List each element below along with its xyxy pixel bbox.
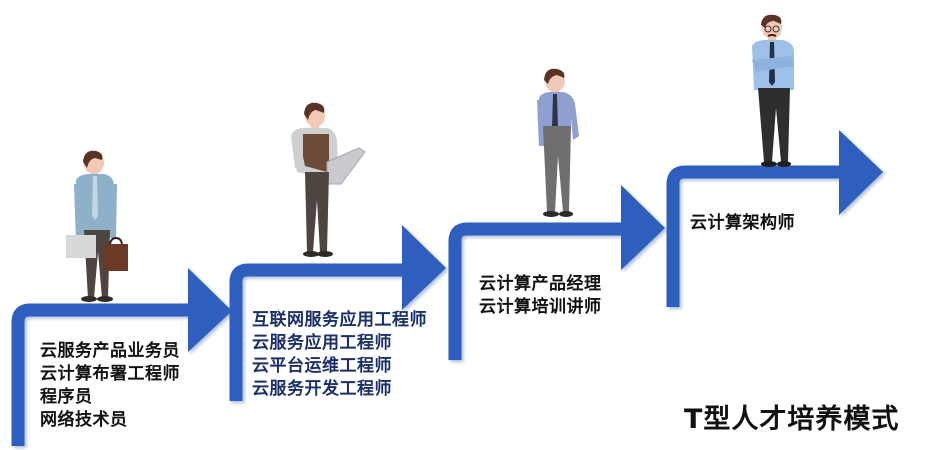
step-3-roles: 云计算产品经理 云计算培训讲师 — [479, 273, 602, 319]
person-with-briefcases-icon — [66, 150, 128, 302]
diagram-title: T型人才培养模式 — [684, 404, 900, 435]
role-label: 网络技术员 — [40, 410, 128, 430]
role-label: 云计算培训讲师 — [479, 297, 602, 317]
step-arrow-3 — [448, 185, 665, 360]
person-arms-crossed-icon — [752, 14, 794, 167]
person-in-tie-icon — [537, 68, 579, 217]
step-4-roles: 云计算架构师 — [690, 212, 795, 235]
role-label: 云计算产品经理 — [479, 274, 602, 294]
role-label: 云计算架构师 — [690, 213, 795, 233]
step-2-roles: 互联网服务应用工程师 云服务应用工程师 云平台运维工程师 云服务开发工程师 — [252, 309, 427, 401]
role-label: 云计算布署工程师 — [40, 364, 180, 384]
step-arrow-2 — [229, 225, 446, 401]
role-label: 云服务开发工程师 — [252, 379, 392, 399]
role-label: 云服务应用工程师 — [252, 333, 392, 353]
role-label: 云服务产品业务员 — [40, 341, 180, 361]
role-label: 程序员 — [40, 387, 93, 407]
person-with-laptop-icon — [291, 102, 366, 257]
role-label: 互联网服务应用工程师 — [252, 310, 427, 330]
role-label: 云平台运维工程师 — [252, 356, 392, 376]
step-arrow-4 — [666, 130, 883, 307]
step-1-roles: 云服务产品业务员 云计算布署工程师 程序员 网络技术员 — [40, 340, 180, 432]
step-arrow-1 — [11, 268, 232, 446]
